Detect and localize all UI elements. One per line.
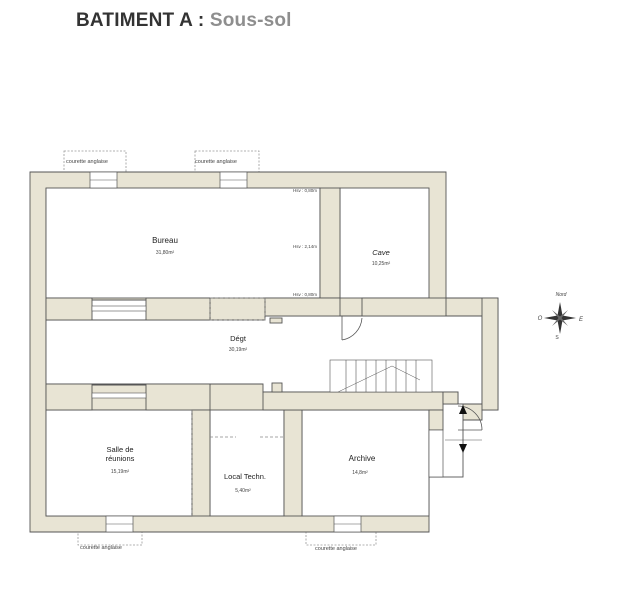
compass-west-label: O bbox=[538, 316, 543, 322]
opening-bureau-degt bbox=[209, 297, 266, 321]
light-well-label-bottom-left: courette anglaise bbox=[80, 545, 122, 551]
wall-stair-corner bbox=[442, 391, 459, 405]
room-name-salle-line2: réunions bbox=[106, 454, 135, 463]
wall-bureau-degt-2 bbox=[145, 297, 211, 321]
compass-east-label: E bbox=[579, 317, 584, 323]
light-well-label-top-left: courette anglaise bbox=[66, 159, 108, 165]
interior-window-salle bbox=[91, 392, 147, 399]
height-label-1: Hsv : 0,80m bbox=[293, 188, 317, 193]
wall-salle-local bbox=[191, 409, 211, 517]
door-exit-swing bbox=[457, 405, 483, 431]
room-area-salle: 15,19m² bbox=[111, 469, 130, 475]
level-label: Sous-sol bbox=[209, 10, 292, 31]
cave-floor bbox=[339, 187, 430, 299]
wall-local-archive bbox=[283, 409, 303, 517]
stair-arrows bbox=[459, 405, 467, 453]
room-area-local: 5,40m² bbox=[235, 488, 251, 494]
interior-window-bureau bbox=[91, 305, 147, 312]
compass-north-point bbox=[557, 302, 563, 318]
wall-bureau-degt-1 bbox=[45, 297, 93, 321]
compass-se-point bbox=[560, 318, 568, 326]
stair-arrow-line bbox=[337, 365, 393, 393]
wall-archive-stair bbox=[428, 409, 444, 431]
room-area-archive: 14,8m² bbox=[352, 470, 368, 476]
height-label-3: Hsv : 0,80m bbox=[293, 292, 317, 297]
wall-degt-salle-1 bbox=[45, 383, 93, 411]
compass-rose-icon: Nord E O S bbox=[538, 292, 584, 341]
compass-nw-point bbox=[552, 310, 560, 318]
wall-degt-archive bbox=[262, 391, 444, 411]
local-floor bbox=[209, 409, 285, 517]
arrow-down-icon bbox=[459, 444, 467, 453]
compass-west-point bbox=[544, 315, 560, 321]
compass-south-label: S bbox=[555, 335, 559, 341]
compass-east-point bbox=[560, 315, 576, 321]
door-cave-swing bbox=[341, 317, 363, 341]
wall-bureau-cave bbox=[319, 187, 341, 299]
room-area-degt: 30,19m² bbox=[229, 347, 248, 353]
pillar-2 bbox=[269, 317, 283, 324]
compass-ne-point bbox=[560, 310, 568, 318]
room-area-cave: 10,25m² bbox=[372, 261, 391, 267]
window-glass-lines bbox=[90, 179, 361, 525]
room-floors bbox=[45, 187, 483, 517]
archive-floor bbox=[301, 409, 430, 517]
stair-arrow-line-2 bbox=[391, 365, 421, 381]
exterior-opening-stair bbox=[428, 429, 444, 478]
room-name-cave: Cave bbox=[372, 248, 390, 257]
pillar-1 bbox=[271, 382, 283, 393]
room-name-local: Local Techn. bbox=[224, 472, 266, 481]
compass-sw-point bbox=[552, 318, 560, 326]
interior-windows bbox=[91, 305, 147, 399]
arrow-up-icon bbox=[459, 405, 467, 414]
doors bbox=[341, 316, 483, 431]
room-name-degt: Dégt bbox=[230, 334, 247, 343]
wall-east bbox=[481, 297, 499, 411]
bureau-floor bbox=[45, 187, 321, 299]
room-name-salle-line1: Salle de bbox=[106, 445, 133, 454]
stair bbox=[329, 359, 433, 393]
room-name-archive: Archive bbox=[349, 454, 376, 463]
light-well-label-top-right: courette anglaise bbox=[195, 159, 237, 165]
building-label: BATIMENT A : bbox=[76, 10, 205, 31]
compass-north-label: Nord bbox=[556, 292, 567, 298]
wall-bureau-degt-3 bbox=[264, 297, 341, 317]
salle-floor bbox=[45, 409, 193, 517]
room-name-bureau: Bureau bbox=[152, 236, 178, 245]
stair-outline bbox=[329, 359, 433, 393]
page-title: BATIMENT A : Sous-sol bbox=[76, 10, 292, 32]
room-area-bureau: 31,80m² bbox=[156, 250, 175, 256]
light-well-label-bottom-right: courette anglaise bbox=[315, 546, 357, 552]
dashed-openings bbox=[191, 297, 284, 516]
height-label-2: Hsv : 2,14m bbox=[293, 244, 317, 249]
wall-degt-salle-2 bbox=[145, 383, 211, 411]
wall-cave-degt bbox=[361, 297, 447, 317]
compass-south-point bbox=[557, 318, 563, 334]
